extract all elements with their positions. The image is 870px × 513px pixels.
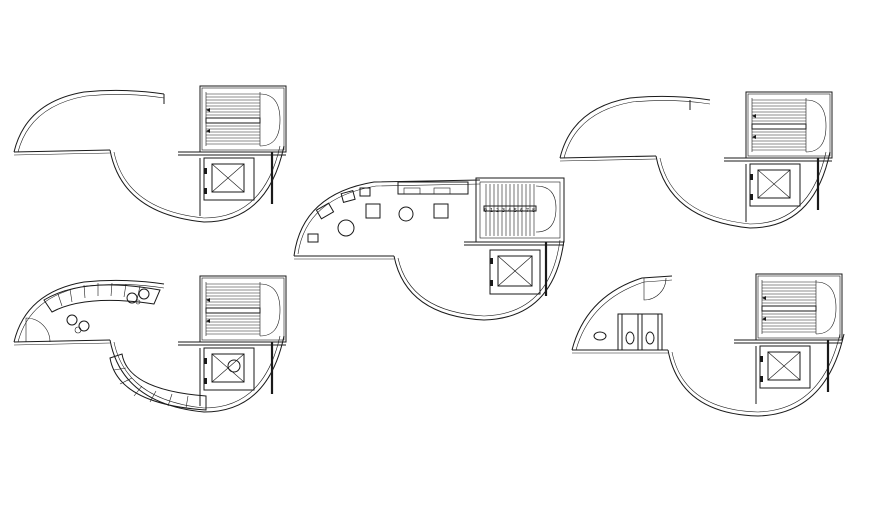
washbasin-icon — [593, 331, 607, 341]
stair-mark: 5 — [514, 208, 517, 214]
armchair-pair — [126, 288, 150, 305]
plan-bottom-right — [571, 272, 845, 417]
restroom-partitions — [617, 313, 663, 351]
stair-mark: 6 — [520, 208, 523, 214]
curved-sofa-bottom — [109, 353, 207, 411]
stair-mark: 7 — [526, 208, 529, 214]
plan-center: 0 1 2 3 4 5 6 7 8 — [293, 177, 565, 321]
stair-mark: 0 — [484, 208, 487, 214]
toilet-icon — [625, 331, 635, 345]
lounge-chairs — [66, 314, 90, 334]
lounge-furniture — [307, 187, 451, 243]
center-elevator — [489, 249, 541, 295]
plan-bottom-left — [13, 274, 288, 413]
stair-mark: 8 — [532, 208, 535, 214]
stair-mark: 1 — [490, 208, 493, 214]
plan-top-right — [559, 90, 834, 229]
stair-mark: 4 — [508, 208, 511, 214]
stair-mark: 2 — [496, 208, 499, 214]
center-staircase — [475, 177, 565, 243]
curved-sofa-top — [43, 282, 161, 313]
toilet-icon — [645, 331, 655, 345]
plan-top-left — [13, 84, 288, 223]
plant-icon — [227, 359, 241, 373]
stair-mark: 3 — [502, 208, 505, 214]
bar-counter — [397, 181, 469, 195]
